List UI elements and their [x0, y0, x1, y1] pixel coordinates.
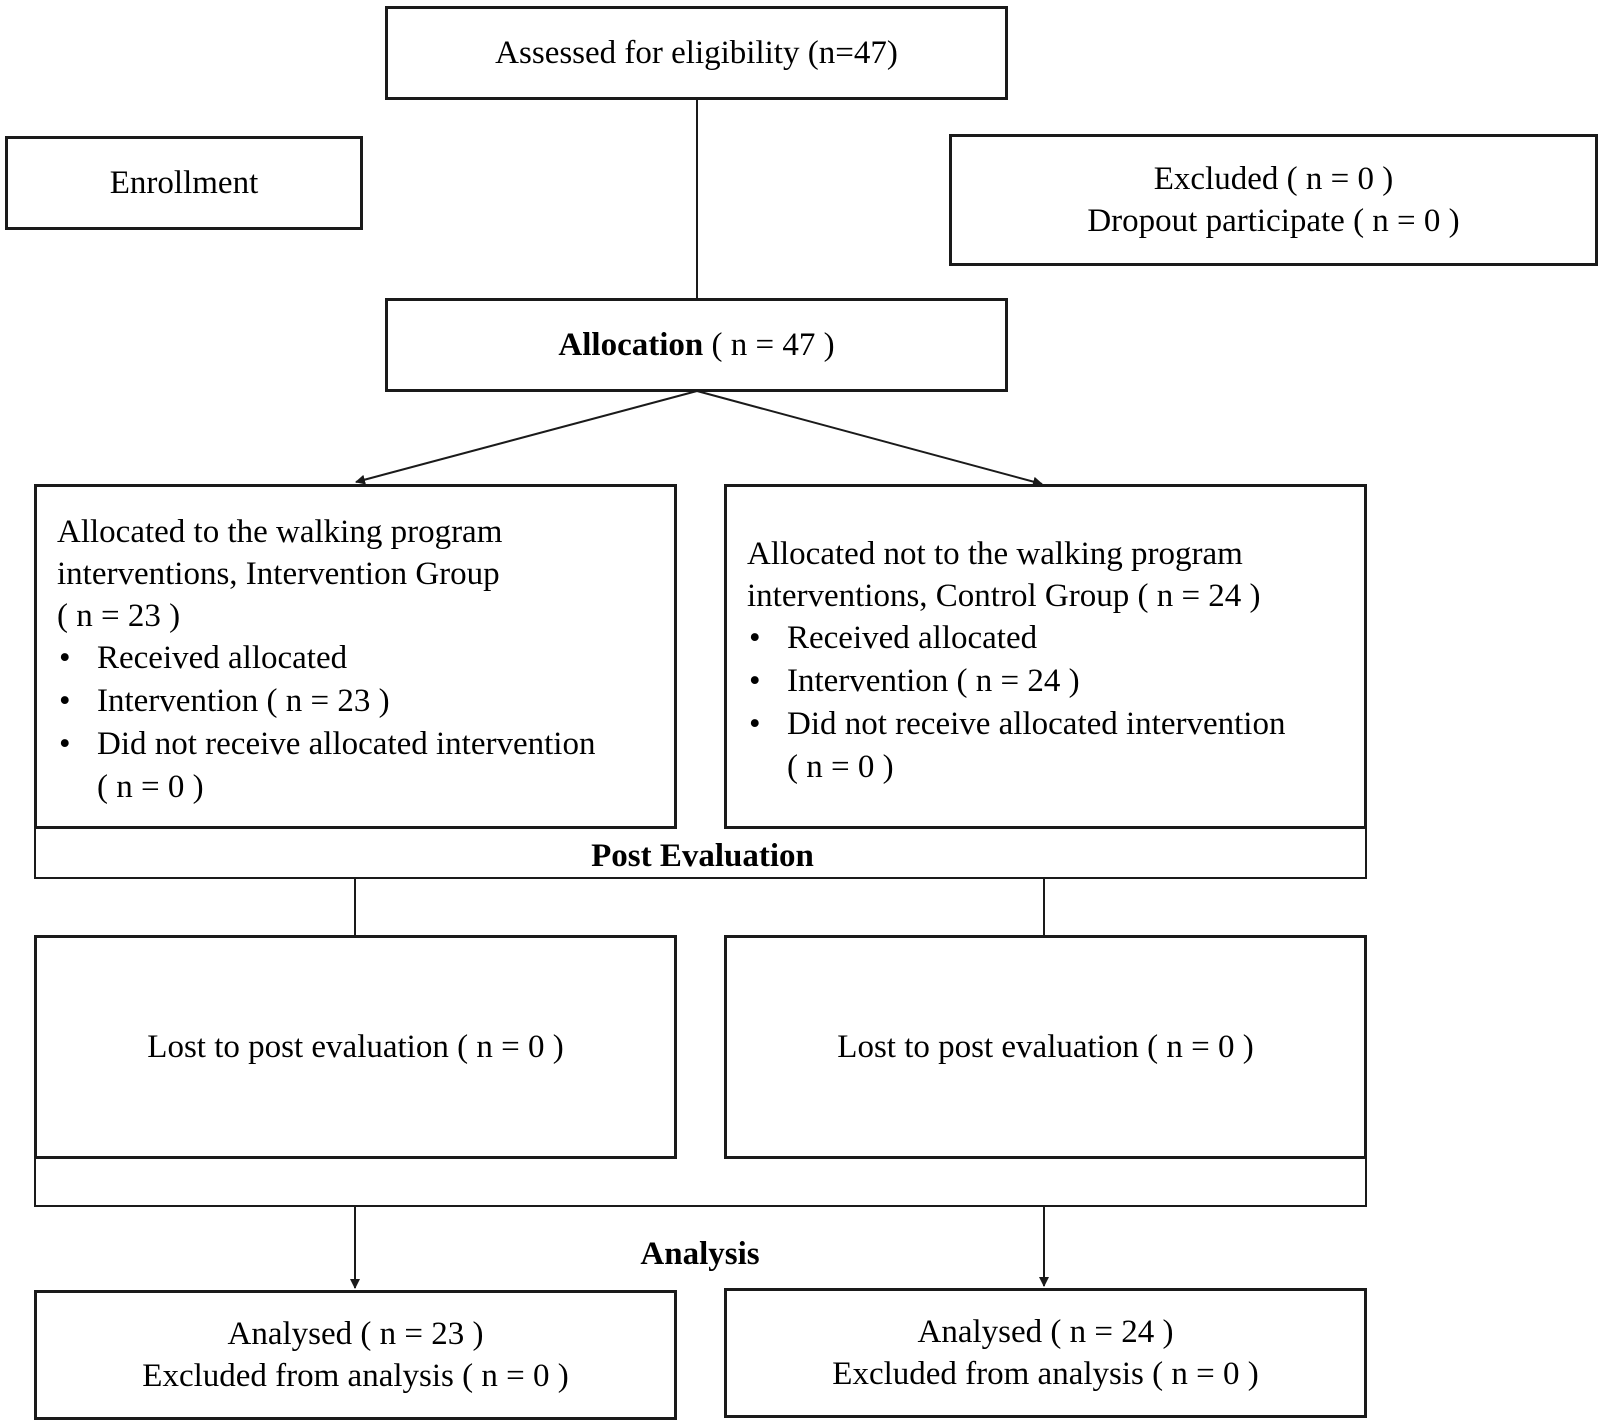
analysed-left-box: Analysed ( n = 23 ) Excluded from analys… [34, 1290, 677, 1420]
post-evaluation-label: Post Evaluation [591, 838, 814, 874]
intervention-bullet-1: •Received allocated [57, 637, 654, 680]
allocation-count: ( n = 47 ) [703, 327, 835, 363]
analysed-right-line1: Analysed ( n = 24 ) [917, 1314, 1174, 1350]
intervention-group-box: Allocated to the walking program interve… [34, 484, 677, 829]
intervention-bullet-list: •Received allocated •Intervention ( n = … [57, 637, 654, 766]
enrollment-text: Enrollment [109, 165, 259, 201]
bullet-marker: • [59, 640, 71, 676]
intervention-tail: ( n = 0 ) [97, 769, 204, 805]
allocation-box: Allocation ( n = 47 ) [385, 298, 1008, 392]
control-tail: ( n = 0 ) [787, 749, 894, 785]
analysed-left-line1: Analysed ( n = 23 ) [227, 1316, 484, 1352]
bullet-marker: • [59, 726, 71, 762]
lost-left-text: Lost to post evaluation ( n = 0 ) [147, 1029, 564, 1065]
excluded-box: Excluded ( n = 0 ) Dropout participate (… [949, 134, 1598, 266]
assessed-box: Assessed for eligibility (n=47) [385, 6, 1008, 100]
intervention-line-1: Allocated to the walking program [57, 514, 503, 550]
lost-right-box: Lost to post evaluation ( n = 0 ) [724, 935, 1367, 1159]
analysed-right-line2: Excluded from analysis ( n = 0 ) [832, 1356, 1259, 1392]
control-bullet-3: •Did not receive allocated intervention [747, 703, 1344, 746]
post-evaluation-band [34, 828, 1367, 879]
intervention-bullet-2: •Intervention ( n = 23 ) [57, 680, 654, 723]
allocation-text: Allocation ( n = 47 ) [558, 324, 834, 366]
control-bullet-2: •Intervention ( n = 24 ) [747, 660, 1344, 703]
analysed-right-box: Analysed ( n = 24 ) Excluded from analys… [724, 1288, 1367, 1418]
arrow-to-control [696, 390, 1043, 487]
bullet-marker: • [749, 620, 761, 656]
arrow-to-intervention [355, 390, 698, 485]
analysis-band [34, 1158, 1367, 1207]
assessed-text: Assessed for eligibility (n=47) [495, 35, 898, 71]
intervention-line-3: ( n = 23 ) [57, 598, 181, 634]
control-line-2: interventions, Control Group ( n = 24 ) [747, 578, 1261, 614]
analysis-label: Analysis [640, 1236, 760, 1272]
excluded-line2: Dropout participate ( n = 0 ) [1087, 203, 1460, 239]
analysed-left-line2: Excluded from analysis ( n = 0 ) [142, 1358, 569, 1394]
lost-left-box: Lost to post evaluation ( n = 0 ) [34, 935, 677, 1159]
control-bullet-list: •Received allocated •Intervention ( n = … [747, 617, 1344, 746]
bullet-marker: • [749, 706, 761, 742]
bullet-marker: • [749, 663, 761, 699]
control-group-box: Allocated not to the walking program int… [724, 484, 1367, 829]
bullet-marker: • [59, 683, 71, 719]
allocation-label: Allocation [558, 327, 704, 363]
intervention-bullet-3: •Did not receive allocated intervention [57, 723, 654, 766]
control-bullet-1: •Received allocated [747, 617, 1344, 660]
lost-right-text: Lost to post evaluation ( n = 0 ) [837, 1029, 1254, 1065]
intervention-line-2: interventions, Intervention Group [57, 556, 500, 592]
enrollment-box: Enrollment [5, 136, 363, 230]
control-line-1: Allocated not to the walking program [747, 536, 1243, 572]
excluded-line1: Excluded ( n = 0 ) [1153, 161, 1394, 197]
